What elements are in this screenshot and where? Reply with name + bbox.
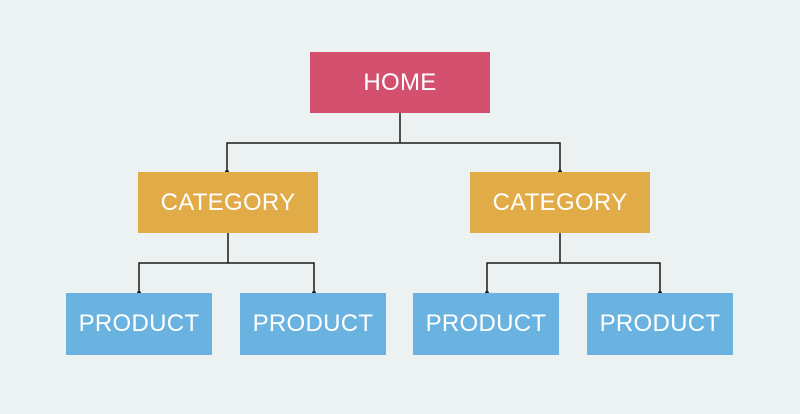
- product-label: PRODUCT: [425, 310, 547, 337]
- product-node-2: PRODUCT: [240, 293, 386, 355]
- home-label: HOME: [363, 68, 437, 96]
- product-label: PRODUCT: [252, 310, 374, 337]
- connector-category-1-to-products: [138, 233, 315, 293]
- product-label: PRODUCT: [599, 310, 721, 337]
- category-node-1: CATEGORY: [138, 172, 318, 233]
- home-node: HOME: [310, 52, 490, 113]
- product-node-4: PRODUCT: [587, 293, 733, 355]
- connector-home-to-categories: [226, 113, 561, 172]
- connector-category-2-to-products: [486, 233, 661, 293]
- category-label: CATEGORY: [492, 188, 628, 216]
- category-label: CATEGORY: [160, 188, 296, 216]
- product-node-3: PRODUCT: [413, 293, 559, 355]
- product-label: PRODUCT: [78, 310, 200, 337]
- product-node-1: PRODUCT: [66, 293, 212, 355]
- category-node-2: CATEGORY: [470, 172, 650, 233]
